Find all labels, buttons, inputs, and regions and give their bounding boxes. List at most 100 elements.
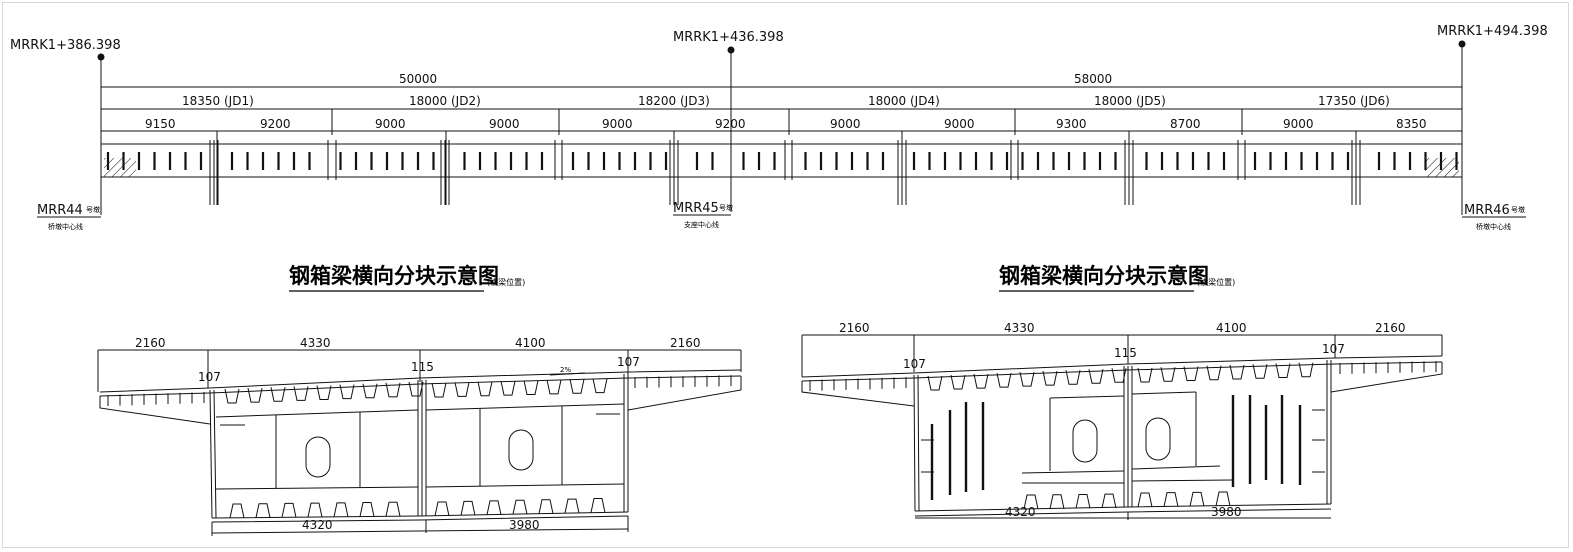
u-rib	[1137, 367, 1153, 383]
u-rib	[1189, 491, 1205, 507]
sub-dim-12: 8350	[1396, 117, 1427, 131]
s1-small-dim-2: 115	[411, 360, 434, 374]
u-rib	[1206, 365, 1222, 381]
s2-small-dim-3: 107	[1322, 342, 1345, 356]
u-rib	[1023, 494, 1039, 510]
segment-dim-3: 18200 (JD3)	[638, 94, 710, 108]
sub-dim-7: 9000	[830, 117, 861, 131]
s1-small-dim-3: 107	[617, 355, 640, 369]
sub-dim-2: 9200	[260, 117, 291, 131]
station-left: MRRK1+386.398	[10, 38, 121, 53]
u-rib	[1065, 370, 1081, 385]
u-rib	[500, 381, 516, 396]
pier-note-mid: 支座中心线	[684, 220, 719, 229]
sub-dim-4: 9000	[489, 117, 520, 131]
sub-dim-5: 9000	[602, 117, 633, 131]
u-rib	[431, 382, 447, 398]
pier-label-left: MRR44	[37, 203, 83, 218]
u-rib	[307, 502, 323, 518]
s1-slope: 2%	[560, 366, 571, 374]
sub-dim-9: 9300	[1056, 117, 1087, 131]
u-rib	[1042, 371, 1058, 386]
u-rib	[454, 382, 470, 397]
sub-dim-3: 9000	[375, 117, 406, 131]
s2-top-dim-4: 2160	[1375, 321, 1406, 335]
u-rib	[1252, 364, 1268, 379]
u-rib	[1111, 368, 1127, 383]
s1-manhole-left	[305, 436, 331, 478]
u-rib	[385, 382, 401, 398]
s1-bottom-dim-1: 4320	[302, 518, 333, 532]
s1-top-dim-4: 2160	[670, 336, 701, 350]
sub-dim-11: 9000	[1283, 117, 1314, 131]
s1-manhole-right	[508, 429, 534, 471]
span-dim-2: 58000	[1074, 72, 1112, 86]
u-rib	[1215, 491, 1231, 507]
u-rib	[1229, 364, 1245, 380]
u-rib	[590, 498, 606, 513]
section-title-2-text: 钢箱梁横向分块示意图	[999, 263, 1209, 288]
u-rib	[1183, 366, 1199, 381]
s2-top-dim-2: 4330	[1004, 321, 1035, 335]
station-mid: MRRK1+436.398	[673, 30, 784, 45]
section-title-1-text: 钢箱梁横向分块示意图	[289, 263, 499, 288]
u-rib	[564, 498, 580, 514]
u-rib	[316, 385, 332, 401]
cross-section-2: 2160 4330 4100 2160 107 115 107 4320 398…	[801, 321, 1443, 520]
section-title-1: 钢箱梁横向分块示意图 (横梁位置)	[289, 263, 525, 292]
u-rib	[1275, 363, 1291, 378]
u-rib	[973, 373, 989, 389]
u-rib	[523, 380, 539, 395]
u-rib	[486, 500, 502, 515]
u-rib	[950, 374, 966, 390]
u-rib	[927, 375, 943, 391]
segment-dim-1: 18350 (JD1)	[182, 94, 254, 108]
u-rib	[460, 500, 476, 516]
u-rib	[362, 383, 378, 399]
u-rib	[1019, 372, 1035, 387]
segment-dim-5: 18000 (JD5)	[1094, 94, 1166, 108]
u-rib	[255, 503, 271, 518]
u-rib	[592, 378, 608, 394]
u-rib	[1049, 494, 1065, 509]
u-rib	[569, 379, 585, 394]
station-right: MRRK1+494.398	[1437, 24, 1548, 39]
u-rib	[229, 503, 245, 519]
u-rib	[247, 388, 263, 403]
s2-top-dim-3: 4100	[1216, 321, 1247, 335]
pier-suffix-mid: 号墩	[719, 203, 733, 212]
pier-label-mid: MRR45	[673, 201, 719, 216]
cross-section-1: 2160 4330 4100 2160 107 115 107 2% 4320 …	[97, 336, 742, 536]
u-rib	[359, 502, 375, 517]
u-rib	[339, 384, 355, 400]
s1-top-dim-3: 4100	[515, 336, 546, 350]
u-rib	[281, 502, 297, 518]
u-rib	[1163, 492, 1179, 507]
pier-suffix-left: 号墩	[86, 205, 100, 214]
u-rib	[546, 379, 562, 395]
u-rib	[1160, 367, 1176, 382]
hatch-left	[104, 158, 136, 177]
girder-elevation	[100, 143, 1463, 178]
section-subtitle-1: (横梁位置)	[487, 277, 525, 287]
sub-dim-10: 8700	[1170, 117, 1201, 131]
u-rib	[434, 501, 450, 517]
s2-small-dim-2: 115	[1114, 346, 1137, 360]
u-rib	[1101, 493, 1117, 509]
s2-manhole-left	[1072, 419, 1098, 463]
u-rib	[512, 499, 528, 515]
sub-dim-8: 9000	[944, 117, 975, 131]
s2-manhole-right	[1145, 417, 1171, 461]
s2-small-dim-1: 107	[903, 357, 926, 371]
u-rib	[270, 387, 286, 402]
sub-dim-6: 9200	[715, 117, 746, 131]
pier-note-left: 桥墩中心线	[48, 222, 83, 231]
u-rib	[996, 372, 1012, 388]
pier-label-right: MRR46	[1464, 203, 1510, 218]
u-rib	[538, 499, 554, 514]
u-rib	[1075, 493, 1091, 509]
s2-bottom-dim-1: 4320	[1005, 505, 1036, 519]
u-rib	[408, 381, 424, 397]
